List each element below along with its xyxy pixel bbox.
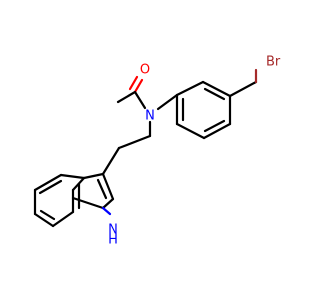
bond-ph-1	[175, 80, 205, 97]
structure-svg: O N Br N H	[33, 55, 281, 248]
bond-pyrrole-2-inner	[96, 178, 108, 200]
bond-ph-inner-a	[203, 87, 226, 101]
bond-formyl-co-b	[128, 75, 139, 91]
bond-chain-1	[117, 134, 152, 150]
amide-nitrogen-label: N	[145, 109, 155, 124]
bond-pyrrole-3	[101, 197, 115, 210]
bond-chain-2	[101, 146, 121, 176]
bond-ph-4	[202, 122, 232, 140]
indole-nitrogen-label: N	[108, 223, 118, 238]
bond-ph-inner-b	[203, 119, 226, 133]
bond-benz-2	[33, 173, 63, 192]
indole-hydrogen-label: H	[108, 233, 118, 248]
bond-formyl-ch	[116, 90, 137, 104]
bond-formyl-cn	[133, 90, 147, 110]
bond-ph-5	[175, 122, 206, 140]
bond-pyrrole-2	[101, 172, 115, 201]
bond-n-phenyl	[156, 93, 179, 111]
oxygen-label: O	[140, 63, 150, 78]
bromine-label: Br	[266, 55, 281, 70]
bond-benz-5	[51, 210, 75, 228]
bond-benz-inner-a	[38, 179, 63, 195]
bond-pyrrole-6	[71, 196, 105, 210]
bond-formyl-co-a	[133, 78, 144, 94]
bond-ph-2	[201, 80, 232, 98]
bond-benz-4	[33, 212, 55, 228]
bond-benz-inner-b	[39, 209, 56, 221]
bond-pyrrole-1	[82, 172, 105, 180]
bond-benz-1	[59, 173, 86, 180]
bond-nh	[101, 206, 112, 216]
molecule-diagram: O N Br N H	[33, 55, 281, 248]
bond-ph-ch2	[228, 80, 258, 98]
